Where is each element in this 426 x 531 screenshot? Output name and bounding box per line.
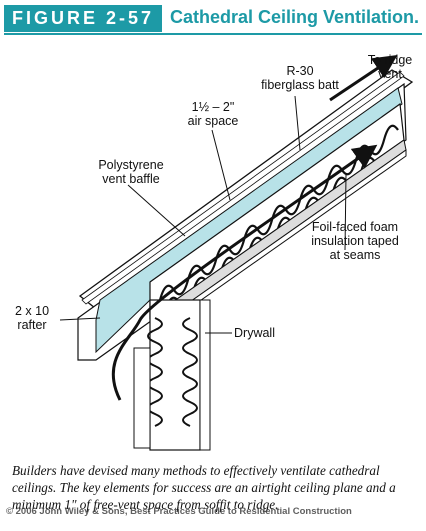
label-batt-line2: fiberglass batt (261, 78, 339, 92)
label-batt: R-30 fiberglass batt (230, 64, 370, 92)
label-batt-line1: R-30 (286, 64, 314, 78)
label-drywall: Drywall (234, 326, 294, 340)
wall-frame (133, 299, 211, 451)
label-drywall-text: Drywall (234, 326, 275, 340)
label-baffle-line1: Polystyrene (98, 158, 164, 172)
figure-number: FIGURE 2-57 (4, 5, 162, 32)
label-air-space-line2: air space (187, 114, 239, 128)
label-foam-line2: insulation taped (311, 234, 399, 248)
label-foam: Foil-faced foam insulation taped at seam… (300, 220, 410, 262)
label-ridge-vent: To ridge vent (354, 53, 426, 81)
label-rafter: 2 x 10 rafter (8, 304, 56, 332)
fiberglass-batt (149, 102, 405, 320)
header-rule (4, 33, 422, 35)
airflow-arrow (111, 55, 398, 401)
label-rafter-line2: rafter (17, 318, 47, 332)
label-rafter-line1: 2 x 10 (14, 304, 50, 318)
label-baffle-line2: vent baffle (102, 172, 160, 186)
figure-header: FIGURE 2-57 Cathedral Ceiling Ventilatio… (0, 0, 426, 36)
label-ridge-vent-line2: vent (378, 67, 402, 81)
label-foam-line3: at seams (329, 248, 381, 262)
copyright-watermark: © 2006 John Wiley & Sons, Best Practices… (6, 506, 352, 517)
label-ridge-vent-line1: To ridge (367, 53, 413, 67)
label-baffle: Polystyrene vent baffle (86, 158, 176, 186)
figure-title: Cathedral Ceiling Ventilation. (170, 7, 420, 27)
figure-caption: Builders have devised many methods to ef… (12, 463, 396, 512)
label-air-space: 1½ – 2" air space (168, 100, 258, 128)
label-air-space-line1: 1½ – 2" (191, 100, 235, 114)
label-foam-line1: Foil-faced foam (311, 220, 399, 234)
leader-lines (59, 95, 347, 334)
cathedral-ceiling-diagram (59, 55, 414, 451)
